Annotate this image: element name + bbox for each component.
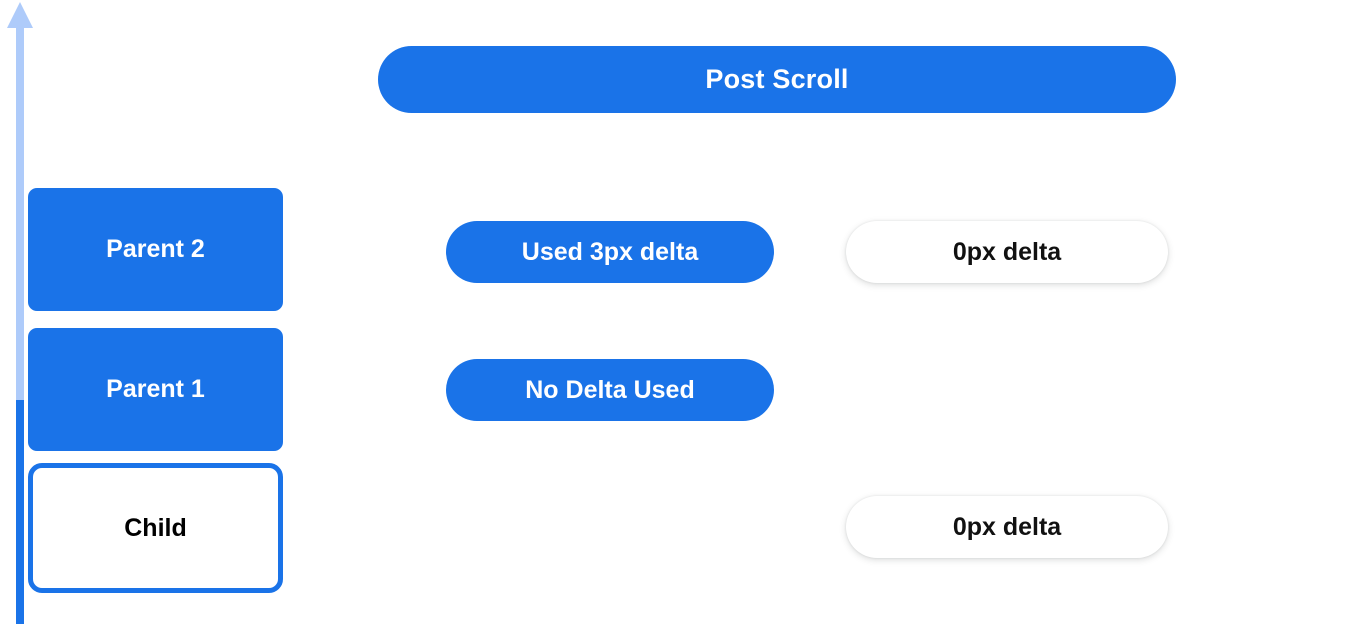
- scroll-up-arrow: [0, 0, 40, 400]
- delta-pill-used-3px: Used 3px delta: [446, 221, 774, 283]
- delta-pill-label: Used 3px delta: [521, 237, 699, 266]
- arrow-down-icon: [16, 400, 24, 624]
- stack-box-label: Child: [124, 513, 187, 542]
- stack-box-label: Parent 1: [106, 375, 205, 403]
- delta-result-label: 0px delta: [952, 512, 1062, 541]
- arrow-up-icon: [7, 2, 33, 400]
- stack-box-parent-1: Parent 1: [28, 328, 283, 451]
- delta-result-pill-top: 0px delta: [846, 221, 1168, 283]
- stack-box-child: Child: [28, 463, 283, 593]
- scroll-down-arrow: [0, 400, 40, 624]
- delta-pill-no-delta: No Delta Used: [446, 359, 774, 421]
- page-title: Post Scroll: [705, 64, 849, 94]
- delta-pill-label: No Delta Used: [525, 375, 695, 404]
- stack-box-parent-2: Parent 2: [28, 188, 283, 311]
- stack-box-label: Parent 2: [106, 235, 205, 263]
- delta-result-pill-bottom: 0px delta: [846, 496, 1168, 558]
- delta-result-label: 0px delta: [952, 237, 1062, 266]
- header-pill: Post Scroll: [378, 46, 1176, 113]
